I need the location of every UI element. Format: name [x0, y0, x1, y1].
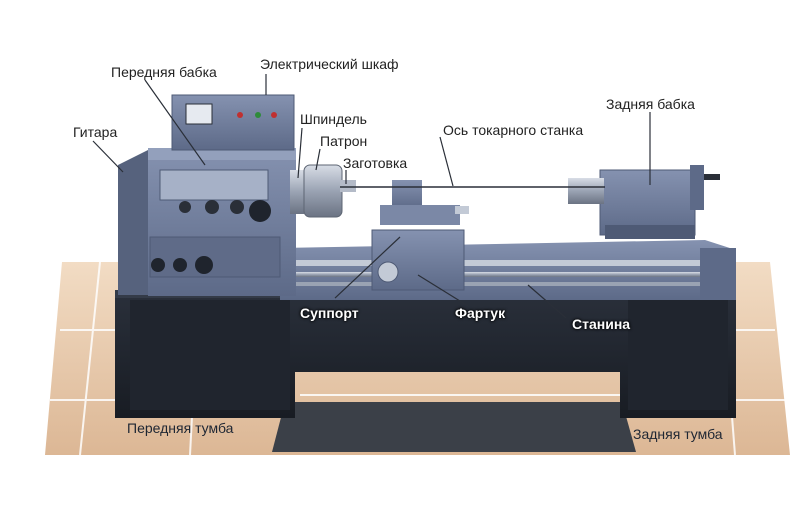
- label-tailstock: Задняя бабка: [606, 96, 695, 112]
- label-headstock: Передняя бабка: [111, 64, 217, 80]
- spindle-chuck: [290, 164, 356, 218]
- headstock-panel: [159, 169, 269, 201]
- label-chuck: Патрон: [320, 133, 368, 149]
- label-workpiece: Заготовка: [343, 155, 408, 171]
- label-rear-pedestal: Задняя тумба: [633, 426, 723, 442]
- rear-pedestal-face: [628, 300, 728, 410]
- label-spindle: Шпиндель: [300, 111, 367, 127]
- label-bed: Станина: [572, 316, 631, 332]
- label-gearbox-guitar: Гитара: [73, 124, 118, 140]
- leader-lines: [92, 74, 651, 319]
- feed-panel: [149, 236, 281, 278]
- tailstock: [568, 165, 720, 239]
- floor-mat: [272, 402, 636, 452]
- label-carriage-support: Суппорт: [300, 305, 359, 321]
- electrical-cabinet: [171, 94, 295, 151]
- label-front-pedestal: Передняя тумба: [127, 420, 234, 436]
- carriage: [371, 180, 469, 291]
- label-apron: Фартук: [455, 305, 506, 321]
- label-electrical-cabinet: Электрический шкаф: [260, 56, 399, 72]
- lathe-bed: [280, 240, 736, 300]
- label-lathe-axis: Ось токарного станка: [443, 122, 584, 138]
- front-pedestal-face: [130, 300, 290, 410]
- headstock-body: [118, 148, 296, 296]
